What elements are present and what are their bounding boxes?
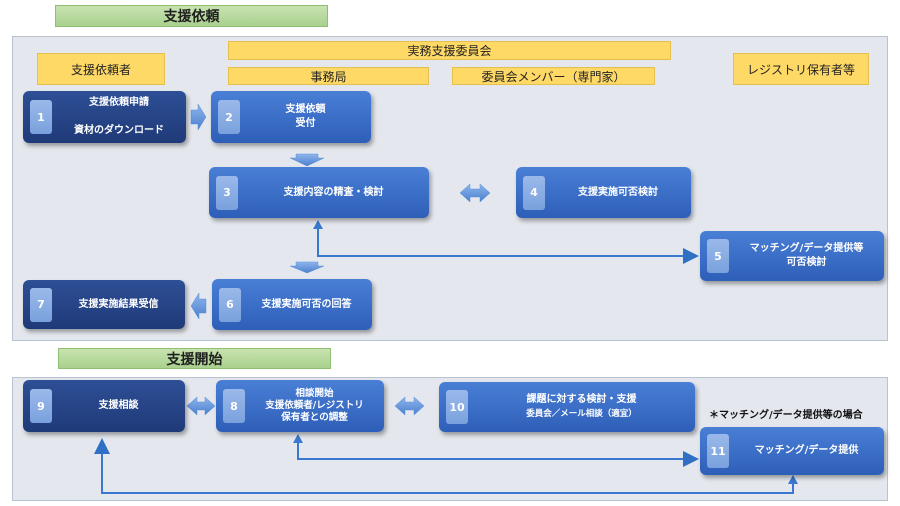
step-2-reception[interactable]: 2 支援依頼 受付: [211, 91, 371, 143]
arrow-6-to-7: [190, 292, 207, 320]
line-8-to-11: [293, 434, 699, 467]
step-4-feasibility[interactable]: 4 支援実施可否検討: [516, 167, 691, 218]
step-label: 支援依頼 受付: [285, 104, 326, 129]
step-number: 5: [707, 239, 729, 273]
step-9-consultation[interactable]: 9 支援相談: [23, 380, 185, 432]
step-label: 支援実施可否の回答: [261, 298, 352, 310]
step-7-result-received[interactable]: 7 支援実施結果受信: [23, 280, 185, 329]
section-title-start: 支援開始: [58, 348, 331, 369]
step-label: 支援実施結果受信: [78, 298, 159, 310]
step-label: マッチング/データ提供等 可否検討: [749, 243, 864, 268]
section-title-request: 支援依頼: [55, 5, 328, 27]
step-number: 1: [30, 100, 52, 134]
step-label: 課題に対する検討・支援: [526, 394, 637, 405]
role-requester: 支援依頼者: [37, 53, 165, 85]
step-label: 支援実施可否検討: [578, 186, 658, 198]
step-1-application[interactable]: 1 支援依頼申請 資材のダウンロード: [23, 91, 186, 143]
step-number: 9: [30, 389, 52, 423]
arrow-9-8-bidirectional: [186, 396, 216, 416]
role-committee: 実務支援委員会: [228, 41, 671, 60]
step-number: 8: [223, 389, 245, 423]
arrow-1-to-2: [190, 103, 207, 131]
matching-note: ＊マッチング/データ提供等の場合: [709, 410, 863, 421]
arrow-3-4-bidirectional: [459, 183, 491, 203]
role-registry: レジストリ保有者等: [733, 53, 869, 85]
step-label: 支援依頼申請 資材のダウンロード: [74, 97, 164, 136]
role-secretariat: 事務局: [228, 67, 429, 85]
step-number: 10: [446, 390, 468, 424]
step-label: 相談開始 支援依頼者/レジストリ 保有者との調整: [265, 388, 364, 423]
step-3-review[interactable]: 3 支援内容の精査・検討: [209, 167, 429, 218]
step-label: マッチング/データ提供: [754, 445, 859, 456]
arrow-to-6: [289, 261, 325, 274]
arrow-2-to-3: [289, 153, 325, 167]
line-3-to-5: [313, 220, 699, 264]
step-number: 3: [216, 175, 238, 210]
step-number: 7: [30, 287, 52, 322]
arrow-8-10-bidirectional: [394, 396, 425, 416]
line-11-to-9: [94, 438, 798, 494]
step-number: 4: [523, 175, 545, 210]
step-label-group: 課題に対する検討・支援 委員会／メール相談（適宜）: [468, 379, 695, 435]
step-number: 11: [707, 434, 729, 468]
step-label: 支援内容の精査・検討: [283, 186, 384, 198]
step-sublabel: 委員会／メール相談（適宜）: [526, 409, 637, 419]
step-11-matching[interactable]: 11 マッチング/データ提供: [700, 427, 884, 475]
step-number: 6: [219, 287, 241, 322]
step-label: 支援相談: [98, 400, 139, 411]
step-6-feasibility-answer[interactable]: 6 支援実施可否の回答: [212, 279, 372, 330]
step-5-matching-feasibility[interactable]: 5 マッチング/データ提供等 可否検討: [700, 231, 884, 281]
role-members: 委員会メンバー（専門家）: [452, 67, 655, 85]
step-8-consultation-start[interactable]: 8 相談開始 支援依頼者/レジストリ 保有者との調整: [216, 380, 384, 432]
step-10-issue-support[interactable]: 10 課題に対する検討・支援 委員会／メール相談（適宜）: [439, 382, 695, 432]
step-number: 2: [218, 100, 240, 134]
